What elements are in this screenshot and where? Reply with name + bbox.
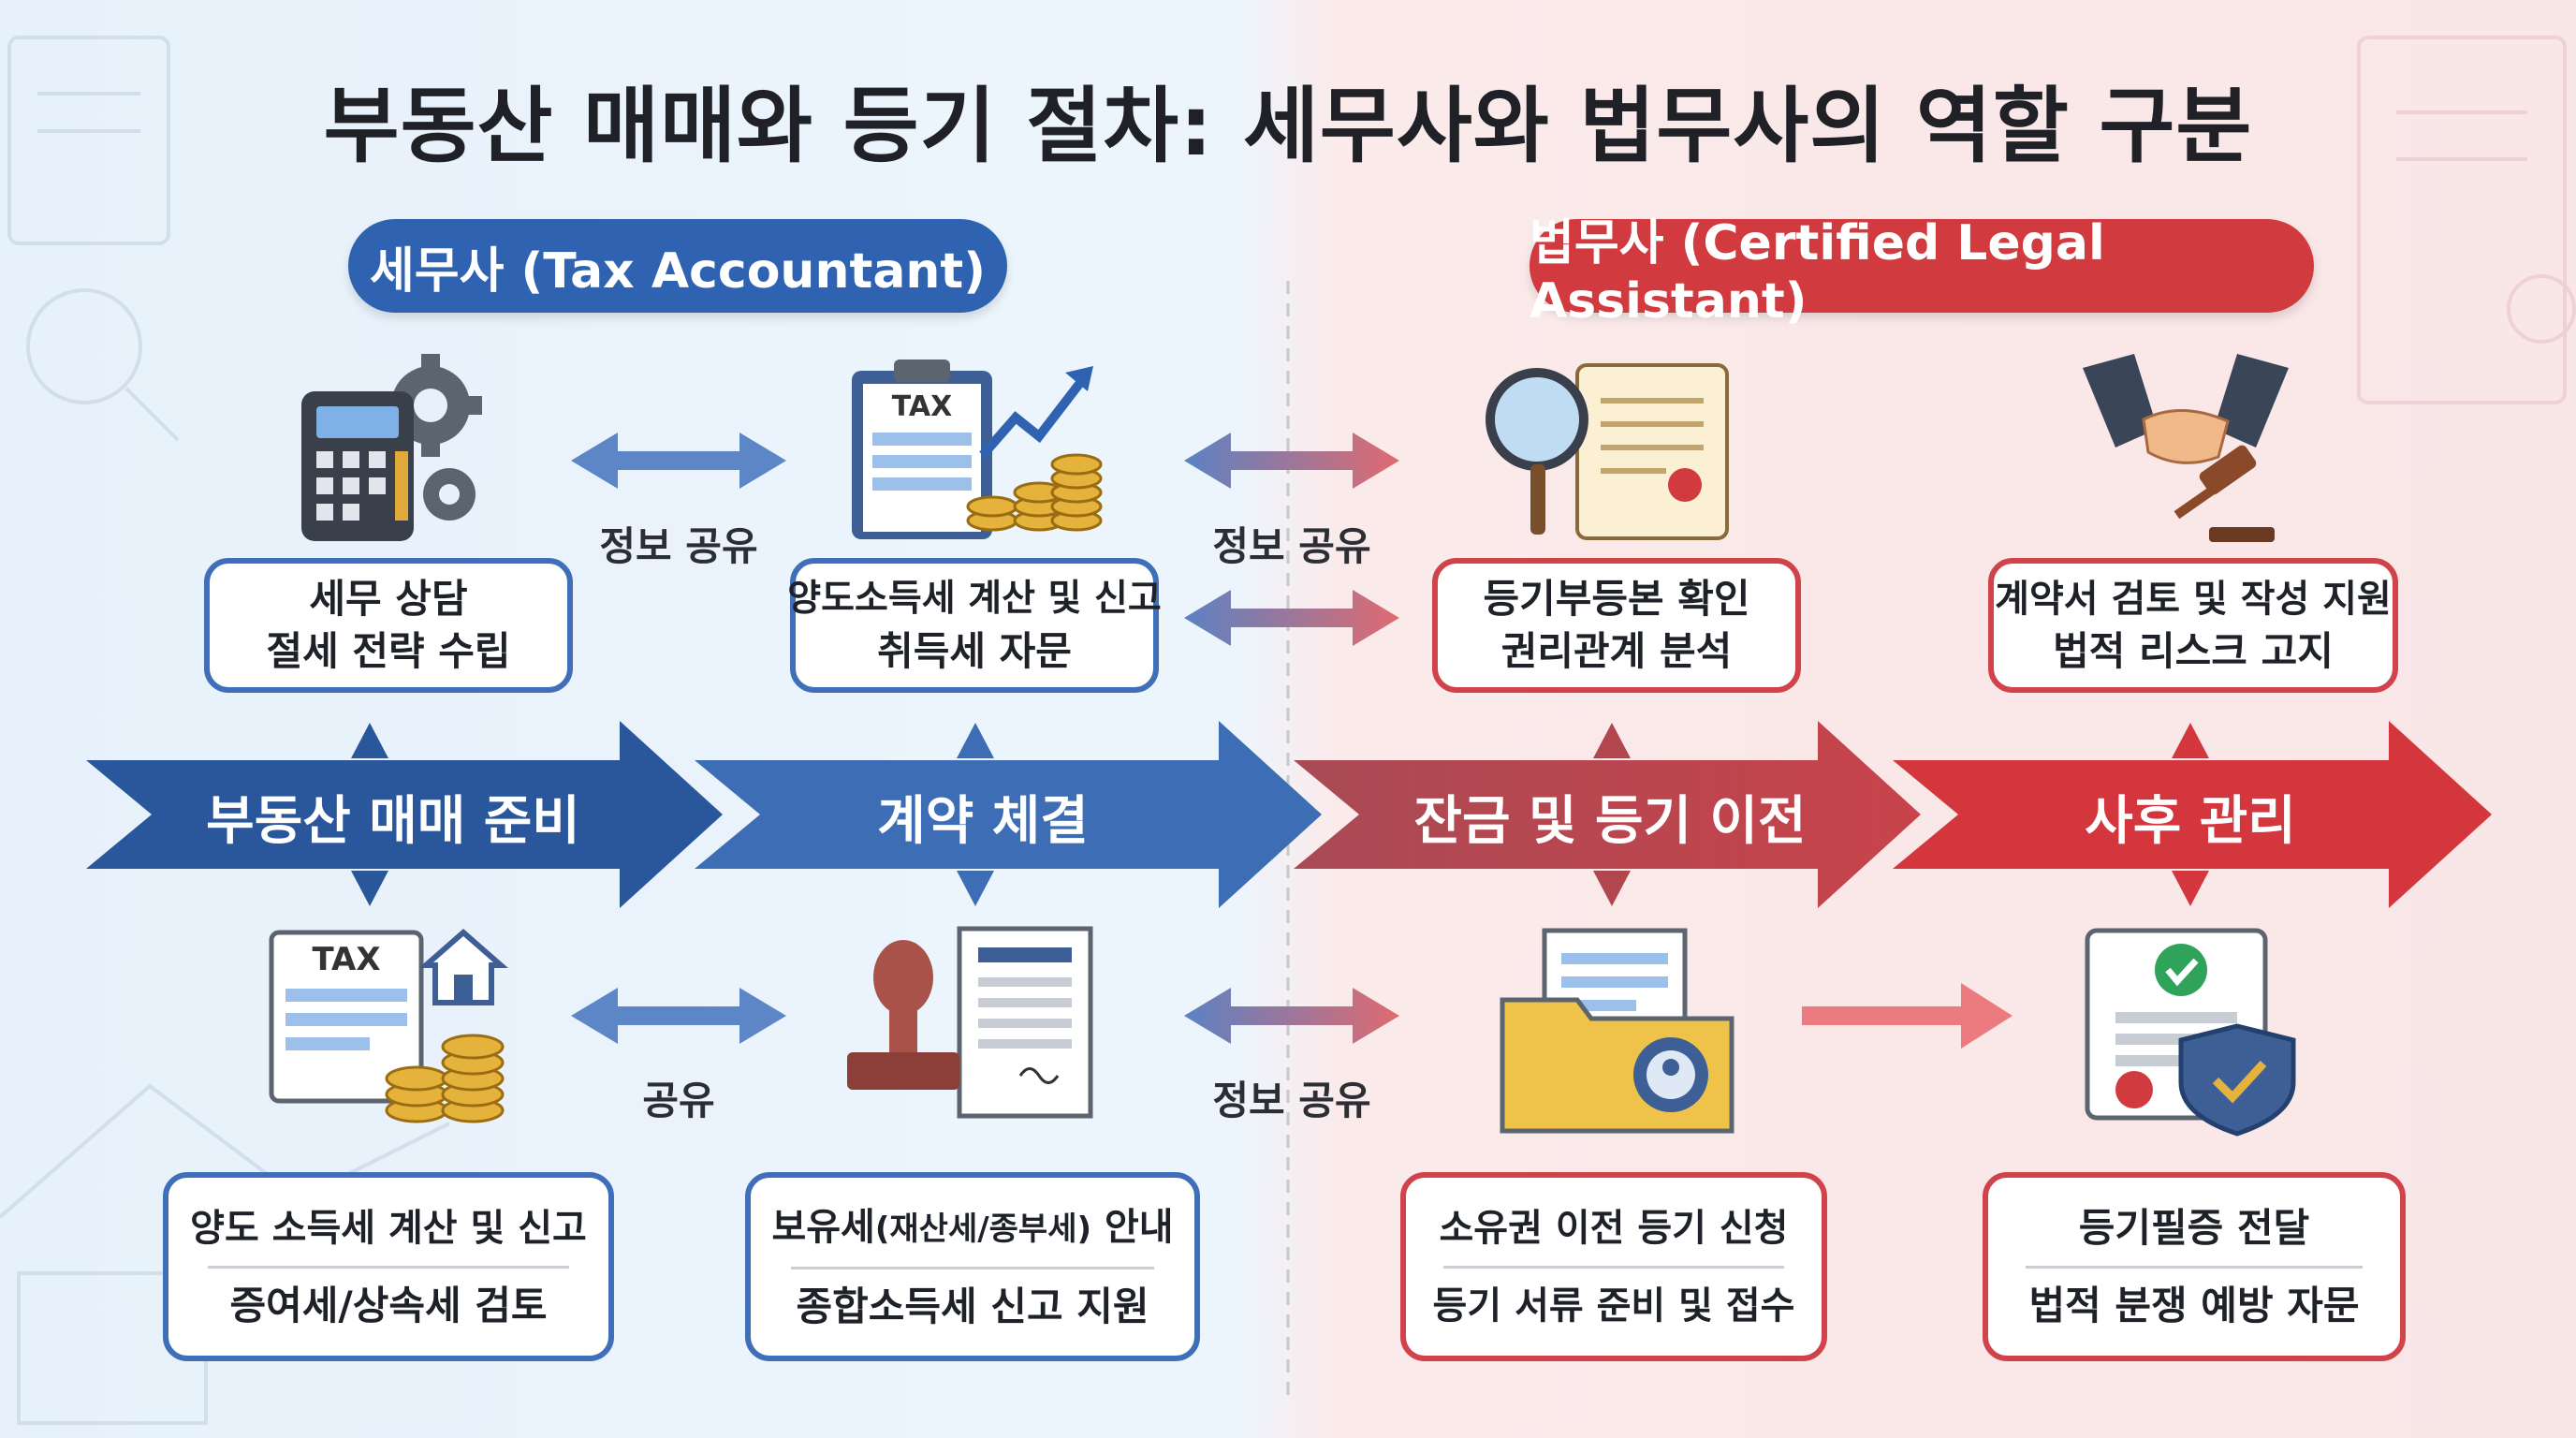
page-title: 부동산 매매와 등기 절차: 세무사와 법무사의 역할 구분: [323, 78, 2253, 174]
box-divider: [2025, 1265, 2364, 1269]
box-contract-review: 계약서 검토 및 작성 지원 법적 리스크 고지: [1988, 558, 2398, 693]
tax-accountant-header: 세무사 (Tax Accountant): [348, 219, 1007, 313]
box-line: 취득세 자문: [877, 628, 1072, 674]
double-arrow-mid-row: [1184, 590, 1399, 646]
share-label-top-left: 정보 공유: [599, 523, 758, 569]
svg-text:TAX: TAX: [892, 390, 952, 423]
box-ownership-transfer: 소유권 이전 등기 신청 등기 서류 준비 및 접수: [1400, 1172, 1827, 1361]
box-line: 등기 서류 준비 및 접수: [1432, 1284, 1795, 1328]
box-divider: [208, 1265, 569, 1269]
box-line: 양도 소득세 계산 및 신고: [190, 1206, 587, 1250]
box-line-part: (재산세/종부세): [874, 1210, 1092, 1248]
stage-label-4: 사후 관리: [2085, 791, 2296, 852]
box-line: 법적 리스크 고지: [2053, 628, 2334, 674]
box-line: 절세 전략 수립: [266, 628, 511, 674]
magnifier-document-icon: [1486, 363, 1729, 540]
stage-label-3: 잔금 및 등기 이전: [1413, 791, 1807, 852]
box-line: 세무 상담: [309, 576, 468, 622]
box-line: 소유권 이전 등기 신청: [1439, 1206, 1789, 1250]
handshake-gavel-icon: [2083, 354, 2289, 542]
box-divider: [790, 1266, 1155, 1269]
box-registration-certificate: 등기필증 전달 법적 분쟁 예방 자문: [1983, 1172, 2406, 1361]
box-line-part: 보유세: [771, 1205, 875, 1249]
double-arrow-bottom-left: [571, 988, 786, 1044]
box-line-part: 안내: [1091, 1205, 1174, 1249]
tax-clipboard-coins-icon: TAX: [852, 360, 1103, 539]
box-line: 등기필증 전달: [2078, 1204, 2310, 1251]
folder-document-icon: [1500, 928, 1734, 1134]
box-line: 등기부등본 확인: [1483, 576, 1750, 622]
box-line: 계약서 검토 및 작성 지원: [1995, 578, 2392, 621]
stamp-receipt-icon: [847, 926, 1093, 1119]
share-label-bottom-mid: 정보 공유: [1212, 1078, 1371, 1123]
stage-label-1: 부동산 매매 준비: [206, 791, 580, 852]
box-divider: [1442, 1265, 1785, 1269]
certificate-shield-icon: [2085, 928, 2296, 1137]
stage-arrow-1: [86, 721, 723, 908]
box-capital-gains-tax: 양도소득세 계산 및 신고 취득세 자문: [787, 558, 1162, 693]
svg-text:TAX: TAX: [312, 941, 380, 978]
box-tax-consultation: 세무 상담 절세 전략 수립: [204, 558, 573, 693]
stage-arrow-4: [1893, 721, 2492, 908]
double-arrow-top-left: [571, 433, 786, 489]
stage-arrow-3: [1294, 721, 1921, 908]
double-arrow-bottom-mid: [1184, 988, 1399, 1044]
stage-label-2: 계약 체결: [877, 791, 1089, 852]
box-line: 양도소득세 계산 및 신고: [787, 578, 1162, 620]
box-line: 종합소득세 신고 지원: [796, 1283, 1149, 1329]
box-line: 보유세(재산세/종부세) 안내: [771, 1201, 1173, 1255]
calculator-gear-icon: [301, 354, 482, 541]
box-registry-check: 등기부등본 확인 권리관계 분석: [1432, 558, 1801, 693]
box-holding-tax: 보유세(재산세/종부세) 안내 종합소득세 신고 지원: [745, 1172, 1200, 1361]
box-line: 법적 분쟁 예방 자문: [2028, 1282, 2360, 1328]
stage-arrow-2: [695, 721, 1322, 908]
box-transfer-income-tax: 양도 소득세 계산 및 신고 증여세/상속세 검토: [163, 1172, 614, 1361]
tax-house-coins-icon: TAX: [269, 929, 508, 1123]
share-label-bottom-left: 공유: [642, 1078, 715, 1123]
box-line: 증여세/상속세 검토: [229, 1282, 548, 1328]
box-line: 권리관계 분석: [1500, 628, 1733, 674]
process-stages-band: [86, 721, 2492, 908]
double-arrow-top-mid: [1184, 433, 1399, 489]
share-label-top-mid: 정보 공유: [1212, 523, 1371, 569]
arrow-bottom-right: [1802, 983, 2012, 1049]
